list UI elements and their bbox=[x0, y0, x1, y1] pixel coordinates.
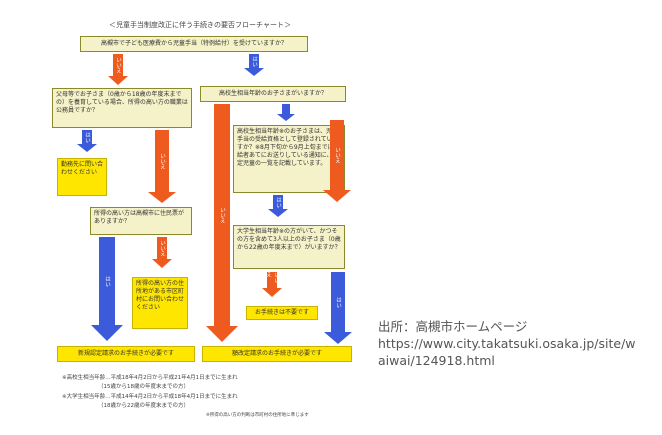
arrow-label: はい bbox=[104, 275, 110, 287]
answer-workplace: 勤務先に問い合わせください bbox=[57, 158, 107, 196]
arrow-label: はい bbox=[275, 196, 281, 208]
arrow-yes-top-right: はい bbox=[244, 54, 264, 76]
arrow-no-income: いいえ bbox=[148, 130, 176, 203]
arrow-no-college: いいえ bbox=[323, 120, 351, 202]
arrow-yes-workplace: はい bbox=[77, 130, 97, 152]
arrow-yes-change-claim: はい bbox=[324, 272, 352, 344]
question-college-age: 大学生相当年齢※の方がいて、かつその方を含めて3人以上のお子さま（0歳から22歳… bbox=[233, 225, 345, 269]
arrow-label: いいえ bbox=[265, 272, 279, 283]
arrow-yes-college: はい bbox=[268, 195, 288, 217]
question-highschool-age: 高校生相当年齢のお子さまがいますか？ bbox=[200, 86, 346, 102]
arrow-no-top-left: いいえ bbox=[108, 54, 128, 85]
arrow-yes-new-claim: はい bbox=[91, 237, 123, 341]
footnote-income: ※所得の高い方の判断は市町村の住所地に準じます bbox=[206, 413, 309, 418]
arrow-label: はい bbox=[84, 131, 90, 143]
arrow-no-not-needed: いいえ bbox=[262, 272, 282, 297]
arrow-label: いいえ bbox=[334, 146, 340, 164]
source-url-line2[interactable]: aiwai/124918.html bbox=[378, 353, 495, 368]
flowchart-title: ＜児童手当制度改正に伴う手続きの要否フローチャート＞ bbox=[109, 21, 291, 29]
arrow-yes-hs-detail bbox=[277, 104, 295, 121]
source-label: 出所：高槻市ホームページ bbox=[378, 319, 528, 334]
answer-new-claim: 新規認定請求のお手続きが必要です bbox=[57, 346, 195, 362]
source-citation: 出所：高槻市ホームページ https://www.city.takatsuki.… bbox=[378, 318, 660, 369]
arrow-label: はい bbox=[335, 296, 341, 308]
answer-change-claim: 額改定請求のお手続きが必要です bbox=[202, 346, 352, 362]
question-highschool-detail: 高校生相当年齢※のお子さまは、児童手当の受給資格として登録されていますか？※8月… bbox=[233, 125, 345, 193]
source-url-line1[interactable]: https://www.city.takatsuki.osaka.jp/site… bbox=[378, 336, 636, 351]
question-income-residence: 所得の高い方は高槻市に住民票がありますか？ bbox=[90, 207, 192, 235]
footnote-highschool: ※高校生相当年齢…平成18年4月2日から平成21年4月1日までに生まれ bbox=[62, 375, 238, 381]
arrow-label: いいえ bbox=[115, 56, 121, 74]
arrow-no-change-claim: いいえ bbox=[206, 104, 238, 342]
answer-not-needed: お手続きは不要です bbox=[246, 306, 318, 320]
question-parents-occupation: 父母等でお子さま（0歳から18歳の年度末までの）を養育している場合、所得の高い方… bbox=[52, 88, 192, 128]
footnote-college: ※大学生相当年齢…平成14年4月2日から平成18年4月1日までに生まれ bbox=[62, 394, 238, 400]
arrow-no-contact-city: いいえ bbox=[152, 237, 172, 268]
question-top: 高槻市で子ども医療費から児童手当（特例給付）を受けていますか？ bbox=[80, 36, 308, 52]
footnote-college-range: （18歳から22歳の年度末までの方） bbox=[98, 403, 189, 409]
arrow-label: いいえ bbox=[159, 239, 165, 257]
arrow-label: いいえ bbox=[159, 152, 165, 170]
footnote-highschool-range: （15歳から18歳の年度末までの方） bbox=[98, 384, 189, 390]
arrow-label: はい bbox=[251, 55, 257, 67]
answer-contact-city: 所得の高い方の住所地がある市区町村にお問い合わせください bbox=[132, 277, 188, 329]
arrow-label: いいえ bbox=[219, 206, 225, 224]
